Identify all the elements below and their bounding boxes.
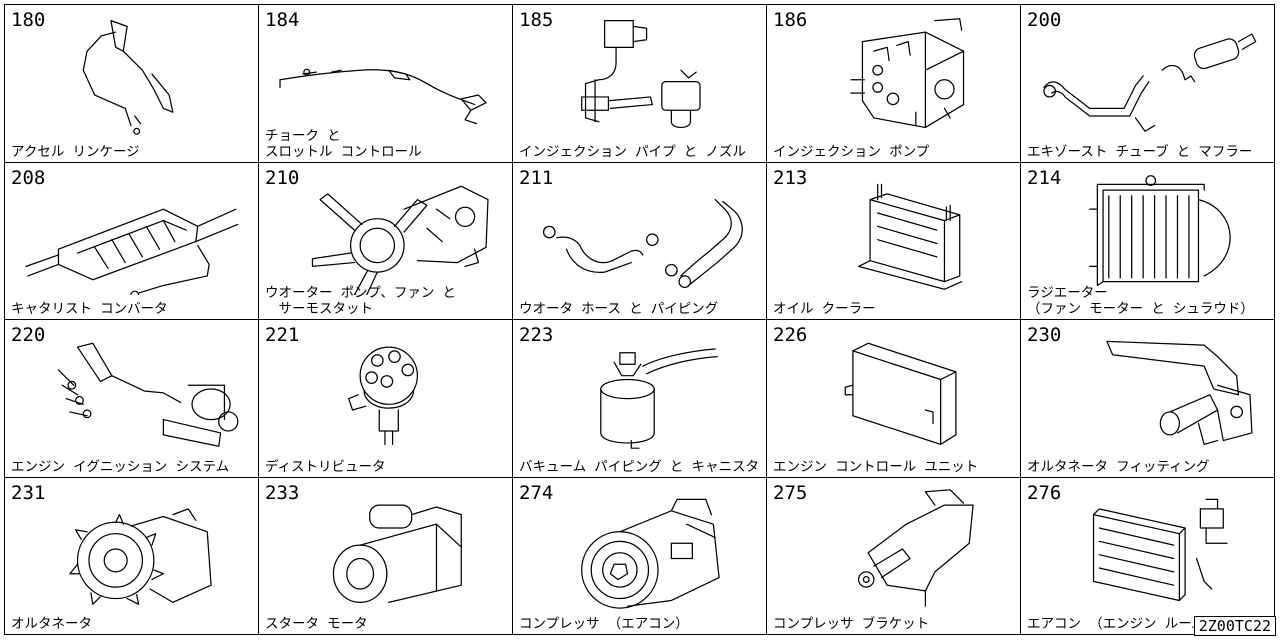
category-number: 226: [773, 324, 808, 346]
category-label: スタータ モータ: [265, 616, 368, 632]
choke-throttle-cable-icon: [269, 13, 499, 137]
part-category-274[interactable]: 274 コンプレッサ （エアコン）: [513, 477, 767, 635]
ignition-system-icon: [15, 328, 245, 452]
category-number: 233: [265, 481, 300, 504]
alternator-icon: [15, 486, 245, 610]
category-number: 275: [773, 481, 808, 504]
injection-pump-icon: [777, 13, 1007, 137]
category-label: コンプレッサ （エアコン）: [519, 616, 689, 632]
category-label: アクセル リンケージ: [11, 143, 140, 160]
parts-category-grid: 180 アクセル リンケージ 184 チョーク と スロットル コントロール 185 イン…: [4, 4, 1275, 635]
part-category-210[interactable]: 210 ウオーター ポンプ、ファン と サーモスタット: [259, 162, 513, 320]
category-number: 214: [1027, 166, 1062, 189]
part-category-223[interactable]: 223 バキューム パイピング と キャニスタ: [513, 320, 767, 478]
part-category-226[interactable]: 226 エンジン コントロール ユニット: [767, 320, 1021, 478]
category-label: インジェクション ポンプ: [773, 143, 930, 160]
category-label: ウオーター ポンプ、ファン と サーモスタット: [265, 285, 456, 317]
category-number: 186: [773, 9, 808, 31]
distributor-icon: [269, 328, 499, 452]
category-label: オルタネータ フィッティング: [1027, 458, 1210, 475]
category-label: インジェクション パイプ と ノズル: [519, 143, 746, 160]
category-number: 223: [519, 324, 554, 346]
category-number: 276: [1027, 481, 1062, 504]
catalytic-converter-icon: [15, 171, 245, 299]
part-category-231[interactable]: 231 オルタネータ: [5, 477, 259, 635]
injection-pipe-nozzle-icon: [523, 13, 753, 137]
category-number: 180: [11, 9, 46, 31]
part-category-180[interactable]: 180 アクセル リンケージ: [5, 5, 259, 163]
category-number: 210: [265, 166, 300, 189]
category-label: ウオータ ホース と パイピング: [519, 301, 719, 317]
category-label: キャタリスト コンバータ: [11, 301, 168, 317]
category-number: 185: [519, 9, 554, 31]
category-number: 211: [519, 166, 554, 189]
oil-cooler-icon: [777, 171, 1007, 295]
category-label: チョーク と スロットル コントロール: [265, 127, 422, 160]
category-number: 184: [265, 9, 300, 31]
water-hose-icon: [523, 171, 753, 295]
category-label: エンジン コントロール ユニット: [773, 458, 979, 475]
ac-compressor-icon: [523, 486, 753, 610]
accelerator-linkage-icon: [15, 13, 245, 137]
part-category-208[interactable]: 208 キャタリスト コンバータ: [5, 162, 259, 320]
category-number: 220: [11, 324, 46, 346]
category-number: 200: [1027, 9, 1062, 31]
exhaust-muffler-icon: [1031, 13, 1261, 137]
part-category-221[interactable]: 221 ディストリビュータ: [259, 320, 513, 478]
part-category-214[interactable]: 214 ラジエーター （ファン モーター と シュラウド）: [1021, 162, 1275, 320]
vacuum-canister-icon: [523, 328, 753, 452]
part-category-186[interactable]: 186 インジェクション ポンプ: [767, 5, 1021, 163]
part-category-211[interactable]: 211 ウオータ ホース と パイピング: [513, 162, 767, 320]
alternator-bracket-icon: [1031, 328, 1261, 452]
part-category-233[interactable]: 233 スタータ モータ: [259, 477, 513, 635]
category-number: 231: [11, 481, 46, 504]
category-label: エンジン イグニッション システム: [11, 458, 230, 475]
category-label: バキューム パイピング と キャニスタ: [519, 458, 759, 475]
part-category-230[interactable]: 230 オルタネータ フィッティング: [1021, 320, 1275, 478]
category-label: ディストリビュータ: [265, 458, 386, 475]
part-category-200[interactable]: 200 エキゾースト チューブ と マフラー: [1021, 5, 1275, 163]
part-category-184[interactable]: 184 チョーク と スロットル コントロール: [259, 5, 513, 163]
category-label: ラジエーター （ファン モーター と シュラウド）: [1027, 285, 1254, 317]
part-category-213[interactable]: 213 オイル クーラー: [767, 162, 1021, 320]
part-category-275[interactable]: 275 コンプレッサ ブラケット: [767, 477, 1021, 635]
category-number: 230: [1027, 324, 1062, 346]
part-category-220[interactable]: 220 エンジン イグニッション システム: [5, 320, 259, 478]
category-label: コンプレッサ ブラケット: [773, 616, 930, 632]
category-number: 213: [773, 166, 808, 189]
category-label: エキゾースト チューブ と マフラー: [1027, 143, 1253, 160]
part-category-185[interactable]: 185 インジェクション パイプ と ノズル: [513, 5, 767, 163]
category-number: 208: [11, 166, 46, 189]
category-label: オイル クーラー: [773, 301, 876, 317]
ac-engine-room-icon: [1031, 486, 1261, 610]
starter-motor-icon: [269, 486, 499, 610]
radiator-icon: [1031, 171, 1261, 295]
category-label: オルタネータ: [11, 616, 92, 632]
water-pump-fan-icon: [269, 171, 499, 298]
category-number: 221: [265, 324, 300, 346]
engine-control-unit-icon: [777, 328, 1007, 452]
category-number: 274: [519, 481, 554, 504]
compressor-bracket-icon: [777, 486, 1007, 610]
diagram-code: 2Z00TC22: [1193, 616, 1276, 636]
